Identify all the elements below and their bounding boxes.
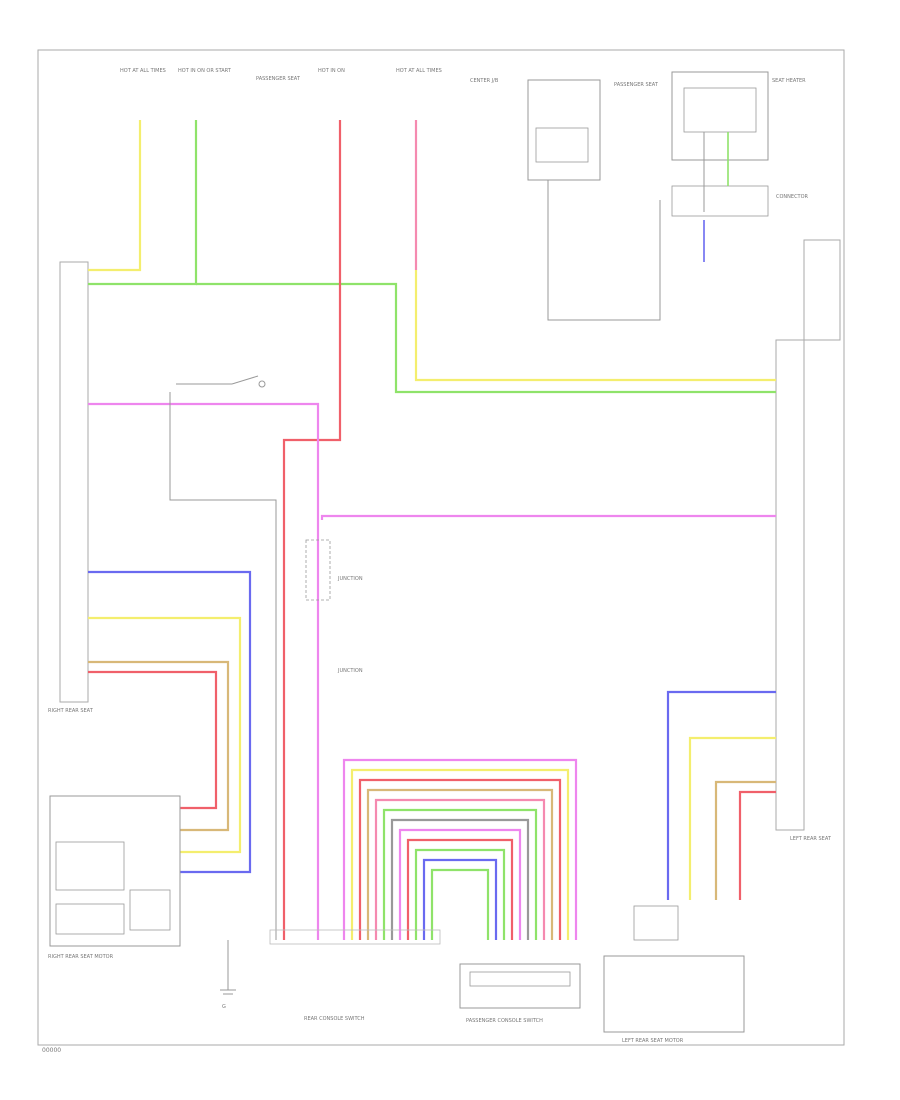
relay-box bbox=[535, 127, 589, 163]
fuse-label-8: SEAT HEATER bbox=[772, 78, 806, 84]
loop-1 bbox=[342, 758, 578, 940]
loop-9 bbox=[406, 838, 514, 940]
motor-switch-1 bbox=[55, 841, 125, 891]
wires bbox=[88, 120, 776, 940]
wire-red-left bbox=[88, 670, 218, 810]
passenger-console-switch-label: PASSENGER CONSOLE SWITCH bbox=[466, 1018, 543, 1024]
rear-console-switch-label: REAR CONSOLE SWITCH bbox=[304, 1016, 365, 1022]
left-rear-seat-label: LEFT REAR SEAT bbox=[790, 836, 832, 842]
wire-yellow-left bbox=[88, 616, 242, 854]
rear-console-connector bbox=[269, 929, 441, 945]
loop-11 bbox=[422, 858, 498, 940]
connector-label: CONNECTOR bbox=[776, 194, 809, 200]
loop-4 bbox=[366, 788, 554, 940]
fuse-label-7: PASSENGER SEAT bbox=[614, 82, 659, 88]
left-motor-label: LEFT REAR SEAT MOTOR bbox=[622, 1038, 684, 1044]
fuse-label-2: HOT IN ON OR START bbox=[178, 68, 232, 74]
seat-switch bbox=[176, 375, 266, 388]
wire-blue-right bbox=[666, 690, 776, 900]
loop-12 bbox=[430, 868, 490, 940]
seat-heater-box bbox=[671, 71, 769, 161]
wire-tan-right bbox=[714, 780, 776, 900]
wire-blue-left bbox=[88, 570, 252, 874]
wire-yellow-2 bbox=[414, 270, 776, 382]
fuse-label-3: PASSENGER SEAT bbox=[256, 76, 301, 82]
wire-red-right bbox=[738, 790, 776, 900]
wire-green-1 bbox=[88, 120, 198, 286]
connector-box bbox=[671, 185, 769, 217]
junction-2-label: JUNCTION bbox=[337, 668, 363, 674]
wire-red-main bbox=[282, 120, 342, 940]
fuse-label-6: CENTER J/B bbox=[470, 78, 499, 84]
wire-tan-left bbox=[88, 660, 230, 832]
passenger-seat-connector bbox=[803, 239, 841, 341]
ground-label: G bbox=[222, 1004, 226, 1010]
passenger-console-switch-inner bbox=[469, 971, 571, 987]
footer-code: 00000 bbox=[42, 1047, 61, 1054]
fuse-label-4: HOT IN ON bbox=[318, 68, 345, 74]
fuse-label-5: HOT AT ALL TIMES bbox=[396, 68, 442, 74]
loop-3 bbox=[358, 778, 562, 940]
wire-gray-top-right bbox=[547, 180, 661, 321]
seat-heater-module bbox=[683, 87, 757, 133]
fuse-label-1: HOT AT ALL TIMES bbox=[120, 68, 166, 74]
wire-green-2 bbox=[196, 282, 776, 394]
right-motor-label: RIGHT REAR SEAT MOTOR bbox=[48, 954, 114, 960]
center-jb-box bbox=[527, 79, 601, 181]
loop-10 bbox=[414, 848, 506, 940]
diagram-frame bbox=[37, 49, 845, 1046]
motor-unit bbox=[129, 889, 171, 931]
left-motor-switch bbox=[633, 905, 679, 941]
right-rear-seat-motor-box bbox=[49, 795, 181, 947]
wire-yellow-right bbox=[688, 736, 776, 900]
right-rear-seat-connector bbox=[59, 261, 89, 703]
loop-2 bbox=[350, 768, 570, 940]
left-rear-seat-connector bbox=[775, 339, 805, 831]
junction-1 bbox=[305, 539, 331, 601]
left-rear-seat-motor-box bbox=[603, 955, 745, 1033]
top-fuse-labels: HOT AT ALL TIMES HOT IN ON OR START PASS… bbox=[120, 68, 806, 88]
ground-symbol bbox=[220, 940, 236, 995]
wire-magenta-1 bbox=[88, 402, 320, 940]
loop-7 bbox=[390, 818, 530, 940]
wire-magenta-2 bbox=[320, 514, 776, 520]
passenger-console-switch-box bbox=[459, 963, 581, 1009]
motor-switch-2 bbox=[55, 903, 125, 935]
loop-5 bbox=[374, 798, 546, 940]
loop-6 bbox=[382, 808, 538, 940]
junction-1-label: JUNCTION bbox=[337, 576, 363, 582]
right-rear-seat-label: RIGHT REAR SEAT bbox=[48, 708, 94, 714]
loop-8 bbox=[398, 828, 522, 940]
wire-gray-1 bbox=[169, 392, 277, 940]
wire-yellow-1 bbox=[88, 120, 142, 272]
